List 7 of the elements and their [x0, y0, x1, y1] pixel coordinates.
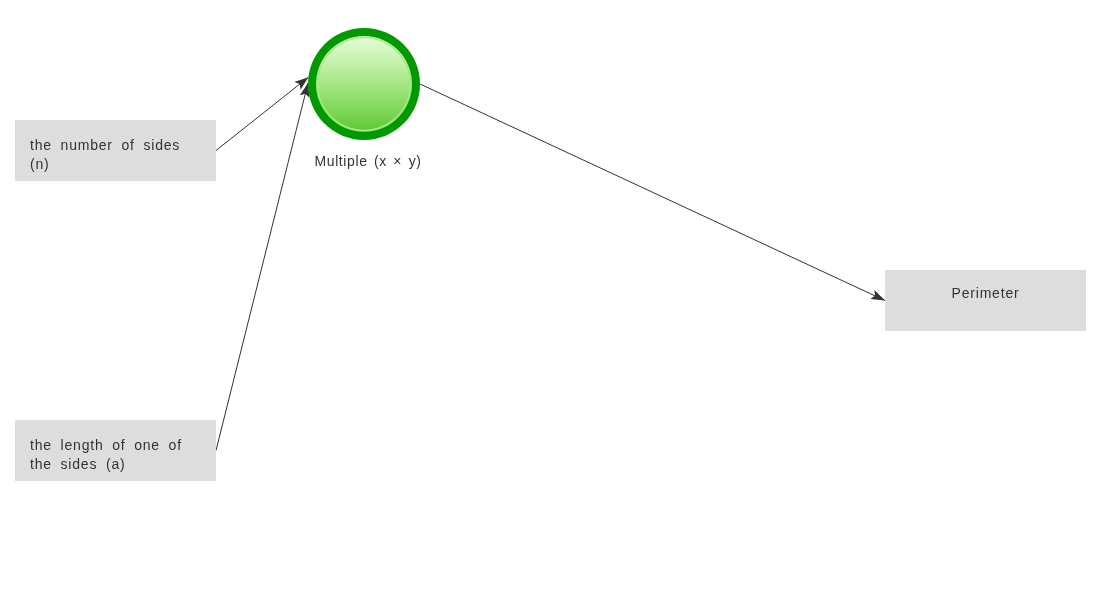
process-box: the number of sides (n): [15, 120, 216, 181]
process-box: the length of one of the sides (a): [15, 420, 216, 481]
operation-circle: [308, 28, 420, 140]
process-box: Perimeter: [885, 270, 1086, 331]
arrow: [215, 76, 309, 151]
node-caption: Multiple (x × y): [314, 152, 422, 170]
arrow: [419, 83, 886, 301]
